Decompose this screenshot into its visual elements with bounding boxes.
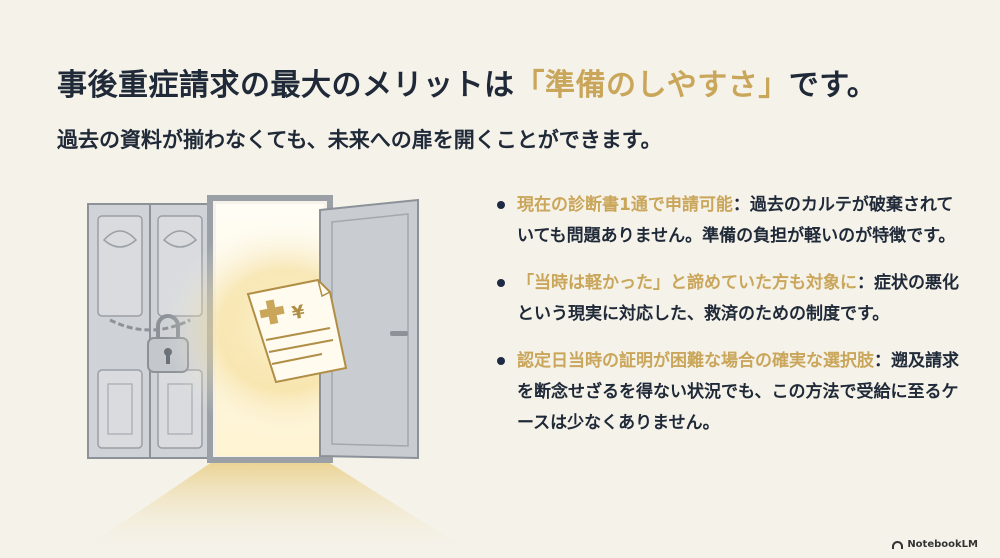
brand-watermark: NotebookLM: [892, 539, 978, 550]
benefit-heading: 認定日当時の証明が困難な場合の確実な選択肢: [517, 351, 874, 371]
bullet-dot-icon: [497, 201, 505, 209]
benefit-list: 現在の診断書1通で申請可能：過去のカルテが破棄されていても問題ありません。準備の…: [495, 190, 965, 455]
title-main: 事後重症請求の最大のメリットは: [57, 68, 515, 103]
light-beam: [70, 460, 480, 558]
benefit-separator: ：: [857, 273, 874, 293]
benefit-separator: ：: [874, 351, 891, 371]
benefit-heading: 「当時は軽かった」と諦めていた方も対象に: [517, 273, 857, 293]
medical-cross-icon: [259, 299, 285, 325]
bullet-dot-icon: [497, 279, 505, 287]
title-accent: 「準備のしやすさ」: [514, 68, 789, 103]
page-title: 事後重症請求の最大のメリットは「準備のしやすさ」です。: [57, 60, 977, 104]
benefit-item: 「当時は軽かった」と諦めていた方も対象に：症状の悪化という現実に対応した、救済の…: [495, 268, 965, 330]
brand-label: NotebookLM: [907, 539, 978, 550]
benefit-body: 遡及請求を断念せざるを得ない状況でも、この方法で受給に至るケースは少なくありませ…: [517, 351, 959, 433]
benefit-body: 症状の悪化という現実に対応した、救済のための制度です。: [517, 273, 959, 324]
benefit-item: 認定日当時の証明が困難な場合の確実な選択肢：遡及請求を断念せざるを得ない状況でも…: [495, 346, 965, 439]
yen-symbol-icon: ¥: [290, 301, 307, 324]
title-tail: です。: [788, 68, 878, 103]
bullet-dot-icon: [497, 357, 505, 365]
benefit-separator: ：: [732, 195, 750, 215]
medical-document-icon: ¥: [246, 278, 348, 384]
benefit-heading: 現在の診断書1通で申請可能: [517, 195, 733, 215]
benefit-body: 過去のカルテが破棄されていても問題ありません。準備の負担が軽いのが特徴です。: [517, 195, 956, 246]
page-subtitle: 過去の資料が揃わなくても、未来への扉を開くことができます。: [57, 128, 662, 152]
benefit-item: 現在の診断書1通で申請可能：過去のカルテが破棄されていても問題ありません。準備の…: [495, 190, 965, 252]
open-door-illustration: ¥: [70, 195, 480, 558]
notebook-logo-icon: [892, 540, 904, 549]
